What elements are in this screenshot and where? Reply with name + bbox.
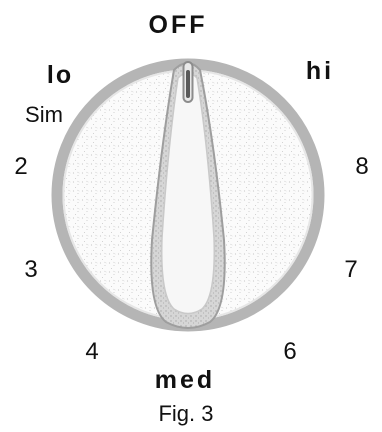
label-6: 6 (283, 338, 296, 365)
label-7: 7 (344, 256, 357, 283)
label-med: med (155, 366, 215, 394)
label-4: 4 (85, 338, 98, 365)
knob (57, 62, 319, 328)
label-2: 2 (14, 153, 27, 180)
pointer-indicator-core (186, 70, 190, 98)
label-3: 3 (24, 256, 37, 283)
label-lo: lo (47, 61, 73, 89)
label-sim: Sim (25, 102, 63, 127)
label-hi: hi (306, 57, 334, 85)
figure-caption: Fig. 3 (158, 401, 213, 426)
label-8: 8 (355, 153, 368, 180)
label-off: OFF (149, 11, 208, 39)
